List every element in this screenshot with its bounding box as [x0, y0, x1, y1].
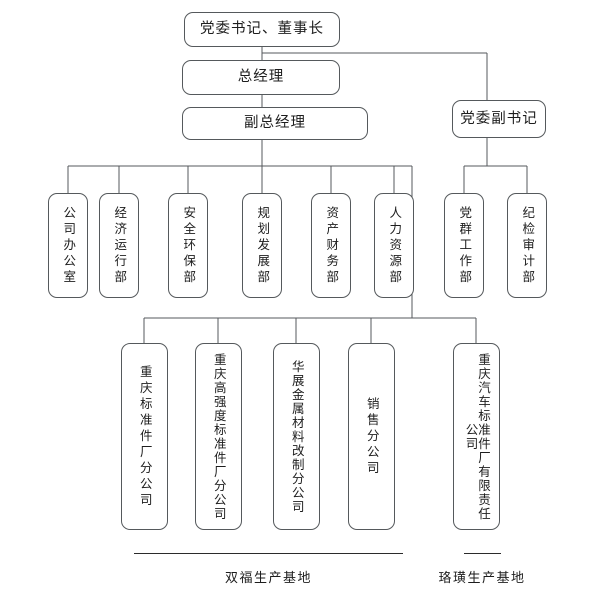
subsidiary-chongqing-fastener-branch[interactable]: 重庆标准件厂分公司: [121, 343, 168, 530]
base-label-shuangfu: 双福生产基地: [224, 570, 312, 585]
subsidiary-huazhan-metal-materials-branch[interactable]: 华展金属材料改制分公司: [273, 343, 320, 530]
node-general-manager[interactable]: 总经理: [182, 60, 340, 95]
dept-planning-development[interactable]: 规划发展部: [242, 193, 282, 298]
baseline-shuangfu: [134, 553, 403, 554]
dept-discipline-audit[interactable]: 纪检审计部: [507, 193, 547, 298]
subsidiary-chongqing-auto-fastener-ltd[interactable]: 重庆汽车标准件厂有限责任公司: [453, 343, 500, 530]
dept-party-mass-work[interactable]: 党群工作部: [444, 193, 484, 298]
subsidiary-sales-branch[interactable]: 销售分公司: [348, 343, 395, 530]
node-deputy-general-manager[interactable]: 副总经理: [182, 107, 368, 140]
node-chairman[interactable]: 党委书记、董事长: [184, 12, 340, 47]
dept-company-office[interactable]: 公司办公室: [48, 193, 88, 298]
baseline-luohuang: [464, 553, 501, 554]
dept-economic-operations[interactable]: 经济运行部: [99, 193, 139, 298]
base-label-luohuang: 珞璜生产基地: [438, 570, 526, 585]
node-deputy-party-secretary[interactable]: 党委副书记: [452, 100, 546, 138]
dept-safety-environment[interactable]: 安全环保部: [168, 193, 208, 298]
dept-human-resources[interactable]: 人力资源部: [374, 193, 414, 298]
dept-asset-finance[interactable]: 资产财务部: [311, 193, 351, 298]
subsidiary-chongqing-high-strength-fastener-branch[interactable]: 重庆高强度标准件厂分公司: [195, 343, 242, 530]
